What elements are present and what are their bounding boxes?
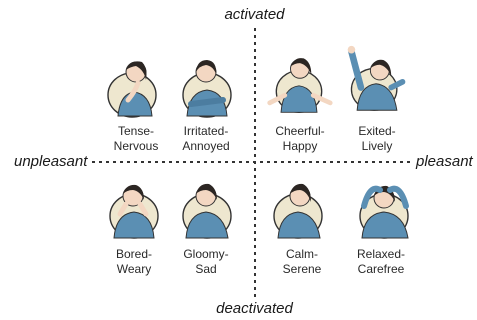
mood-label-exited-lively: Exited-Lively (337, 124, 417, 154)
mood-label-gloomy-sad: Gloomy-Sad (166, 247, 246, 277)
axis-label-activated: activated (16, 6, 477, 24)
axis-label-pleasant: pleasant (416, 153, 473, 171)
mood-label-bored-weary: Bored-Weary (94, 247, 174, 277)
tense-person-icon (100, 50, 170, 120)
gloomy-person-icon (172, 176, 242, 246)
bored-person-icon (100, 176, 170, 246)
relaxed-person-icon (350, 176, 420, 246)
cheerful-person-icon (264, 48, 334, 118)
mood-label-tense-nervous: Tense-Nervous (96, 124, 176, 154)
excited-person-icon (342, 44, 412, 114)
irritated-person-icon (171, 50, 241, 120)
mood-label-calm-serene: Calm-Serene (262, 247, 342, 277)
calm-person-icon (264, 176, 334, 246)
mood-label-relaxed-carefree: Relaxed-Carefree (341, 247, 421, 277)
axis-label-unpleasant: unpleasant (14, 153, 87, 171)
axis-label-deactivated: deactivated (16, 300, 477, 318)
mood-label-cheerful-happy: Cheerful-Happy (260, 124, 340, 154)
mood-label-irritated-annoyed: Irritated-Annoyed (166, 124, 246, 154)
